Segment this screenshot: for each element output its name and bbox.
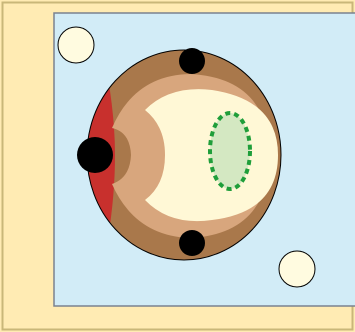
bottom-marker-dot <box>179 230 205 256</box>
top-marker-dot <box>179 48 205 74</box>
oval-cell-body <box>87 50 281 260</box>
top-left-circle <box>58 27 94 63</box>
bottom-right-circle <box>279 251 315 287</box>
left-marker-dot <box>77 137 113 173</box>
dashed-green-oval <box>210 113 250 189</box>
